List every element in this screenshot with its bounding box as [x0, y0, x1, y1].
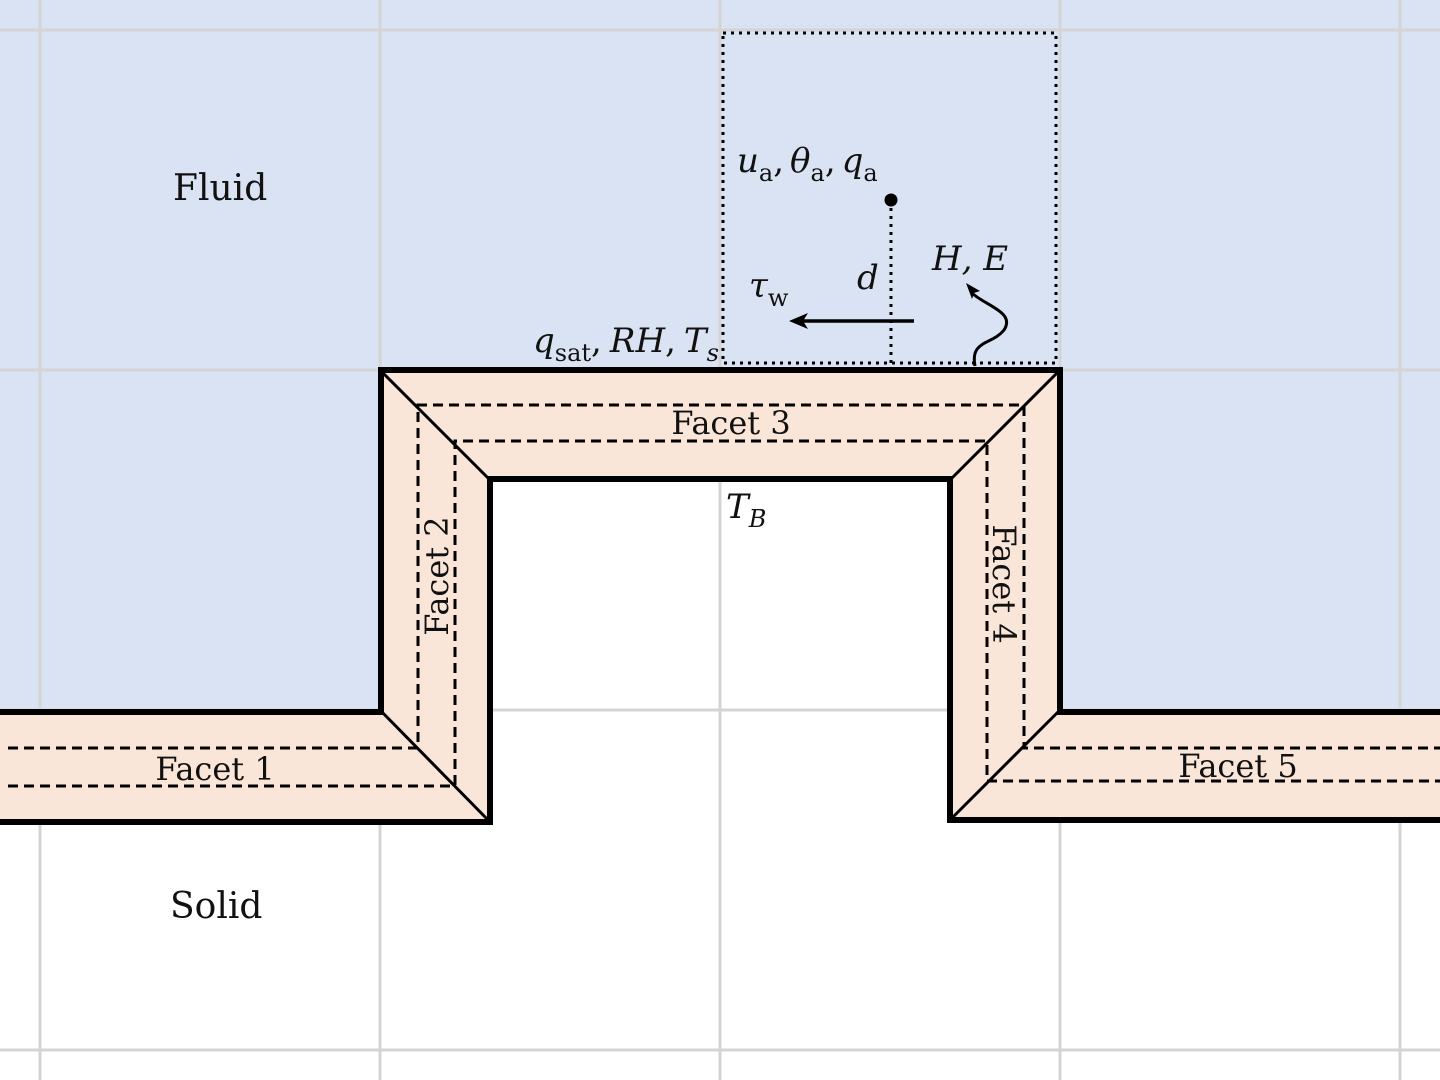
shear-stress-label: τw [749, 266, 789, 312]
distance-label: d [857, 258, 879, 298]
facet-2-label: Facet 2 [418, 516, 456, 635]
facet-1-label: Facet 1 [155, 750, 274, 788]
flux-label: H, E [931, 239, 1008, 279]
facet-3-label: Facet 3 [671, 404, 790, 442]
shear-arrow [789, 313, 914, 329]
flux-arrow [966, 283, 1008, 367]
facet-4-label: Facet 4 [985, 524, 1023, 643]
near-wall-cell [721, 31, 1058, 365]
fluid-label: Fluid [173, 168, 267, 209]
building-temperature-label: TB [726, 487, 766, 533]
facet-corner-dividers [378, 368, 1062, 824]
air-variables-label: ua,θa,qa [737, 141, 878, 187]
facet-dashed-lines [8, 403, 1440, 788]
solid-label: Solid [170, 886, 262, 927]
surface-outline [0, 367, 1440, 825]
facet-5-label: Facet 5 [1178, 747, 1297, 785]
surface-variables-label: qsat,RH,Ts [533, 321, 719, 367]
first-cell-point [884, 193, 898, 207]
facet-band [0, 370, 1440, 822]
